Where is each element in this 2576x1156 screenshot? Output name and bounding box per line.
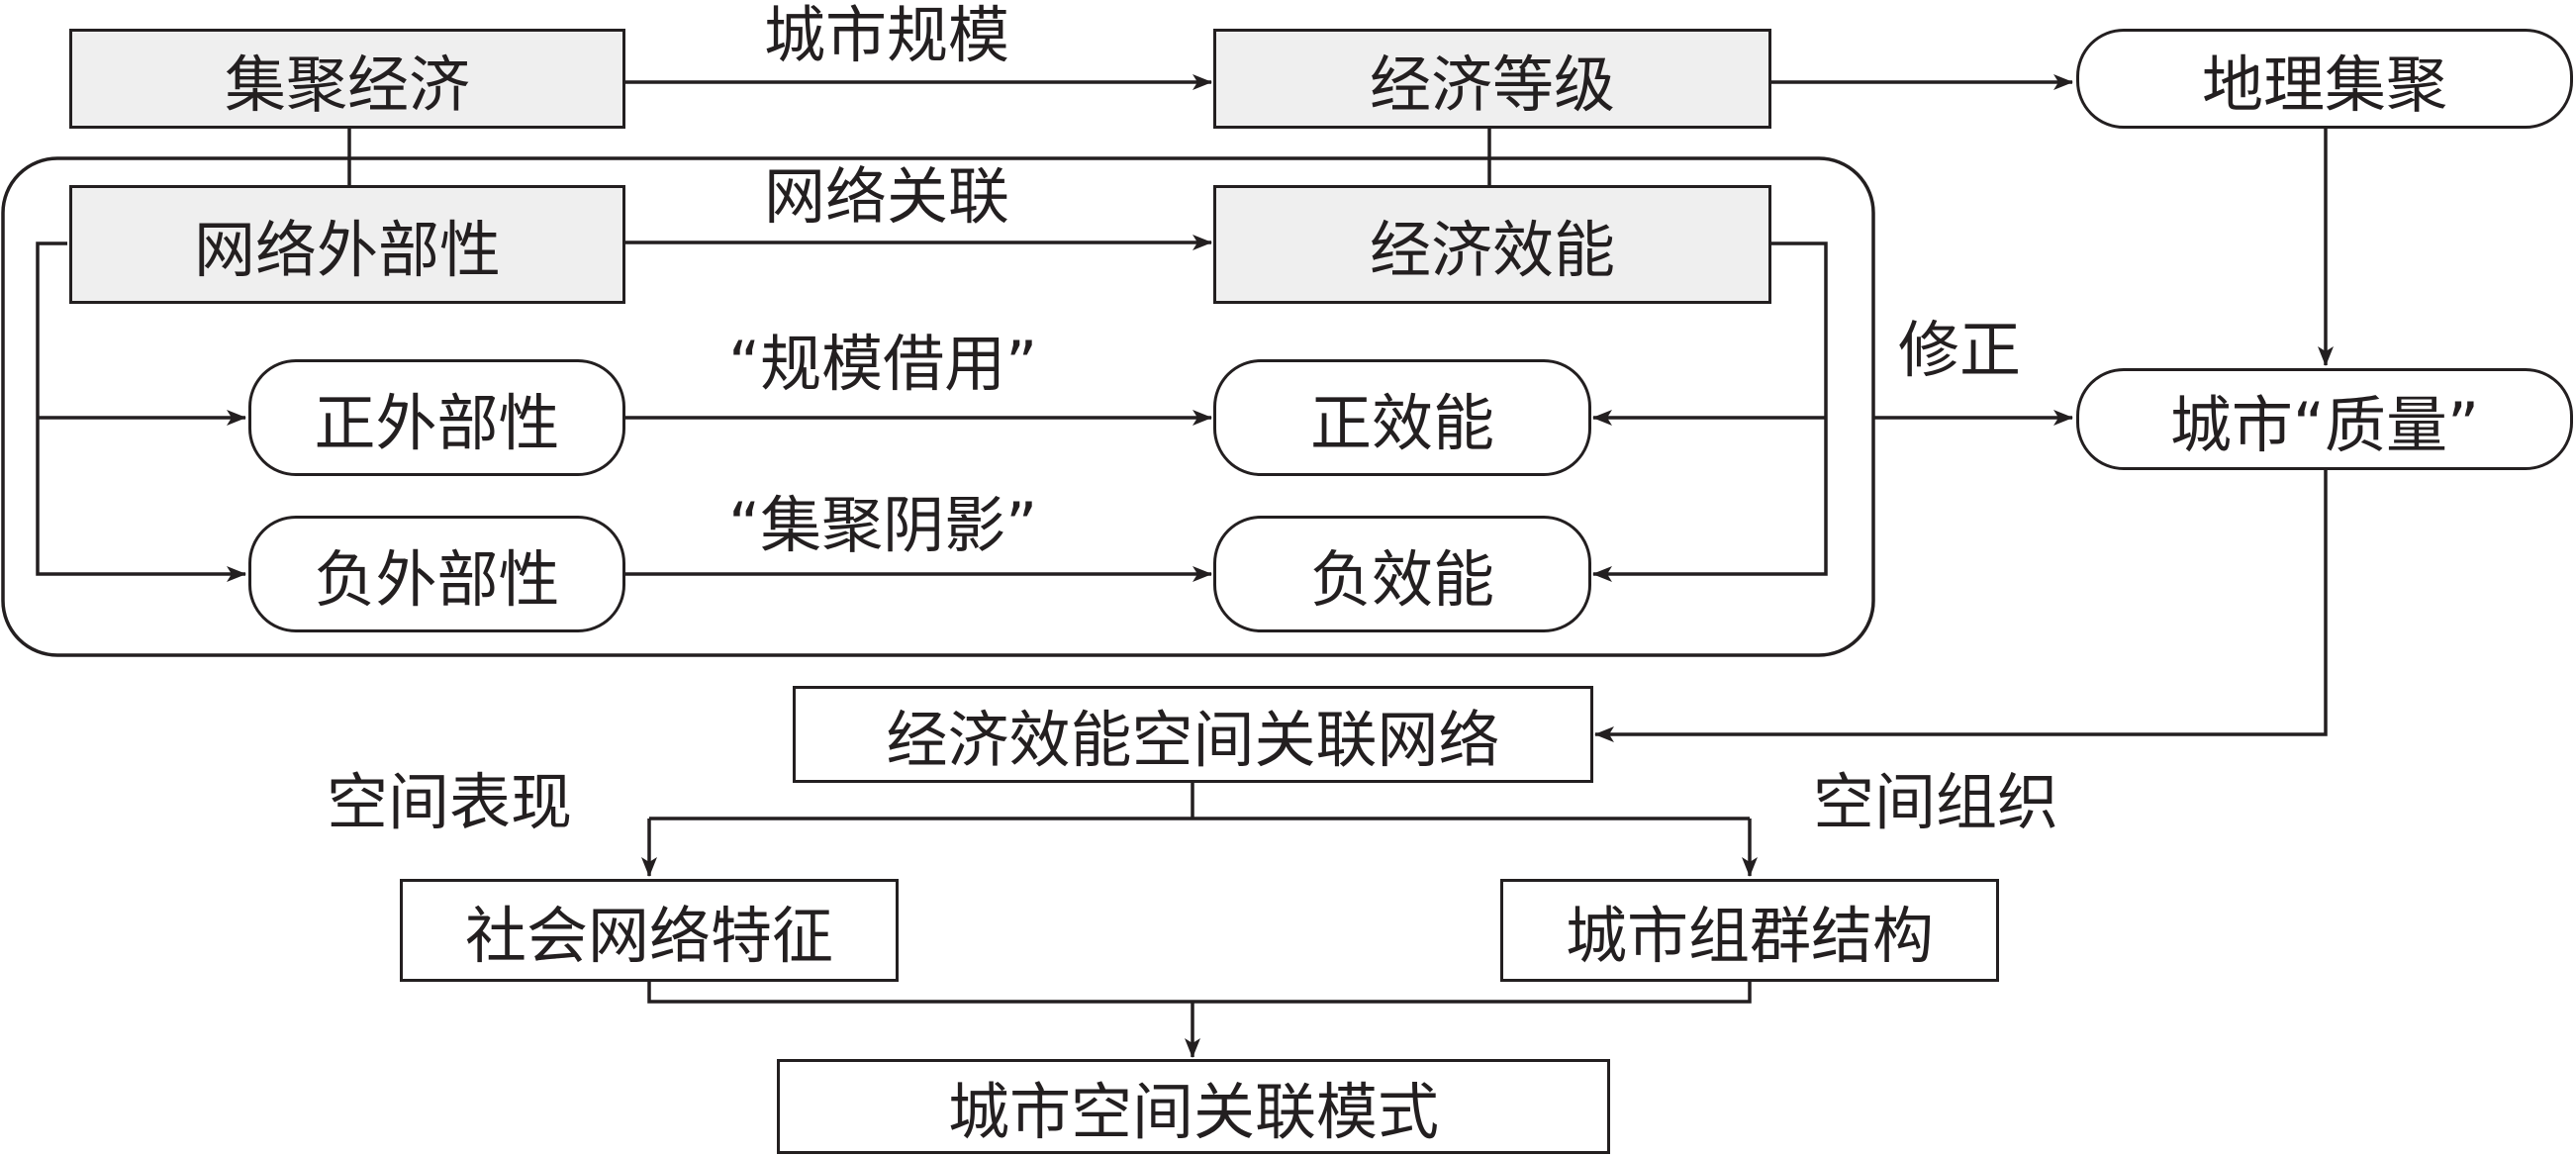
node-positive-externality: 正外部性 <box>248 359 625 476</box>
group-frame <box>1 156 1875 657</box>
node-spatial-association-network: 经济效能空间关联网络 <box>793 686 1593 783</box>
node-urban-spatial-association-pattern: 城市空间关联模式 <box>777 1059 1610 1154</box>
label-network-association: 网络关联 <box>764 160 1010 233</box>
node-social-network-features: 社会网络特征 <box>400 879 899 982</box>
label-borrowed-size: “规模借用” <box>728 328 1038 400</box>
label-spatial-manifestation: 空间表现 <box>327 766 573 838</box>
node-geographic-agglomeration: 地理集聚 <box>2076 29 2573 129</box>
node-negative-externality: 负外部性 <box>248 516 625 632</box>
node-economic-efficiency: 经济效能 <box>1213 185 1771 304</box>
label-correction: 修正 <box>1898 314 2022 386</box>
label-city-scale: 城市规模 <box>764 0 1010 71</box>
label-agglomeration-shadow: “集聚阴影” <box>728 489 1038 561</box>
label-spatial-organization: 空间组织 <box>1813 766 2059 838</box>
node-negative-efficiency: 负效能 <box>1213 516 1591 632</box>
node-positive-efficiency: 正效能 <box>1213 359 1591 476</box>
node-city-quality: 城市“质量” <box>2076 368 2573 470</box>
node-economic-hierarchy: 经济等级 <box>1213 29 1771 129</box>
node-urban-cluster-structure: 城市组群结构 <box>1500 879 1999 982</box>
node-network-externality: 网络外部性 <box>69 185 625 304</box>
node-agglomeration-economy: 集聚经济 <box>69 29 625 129</box>
